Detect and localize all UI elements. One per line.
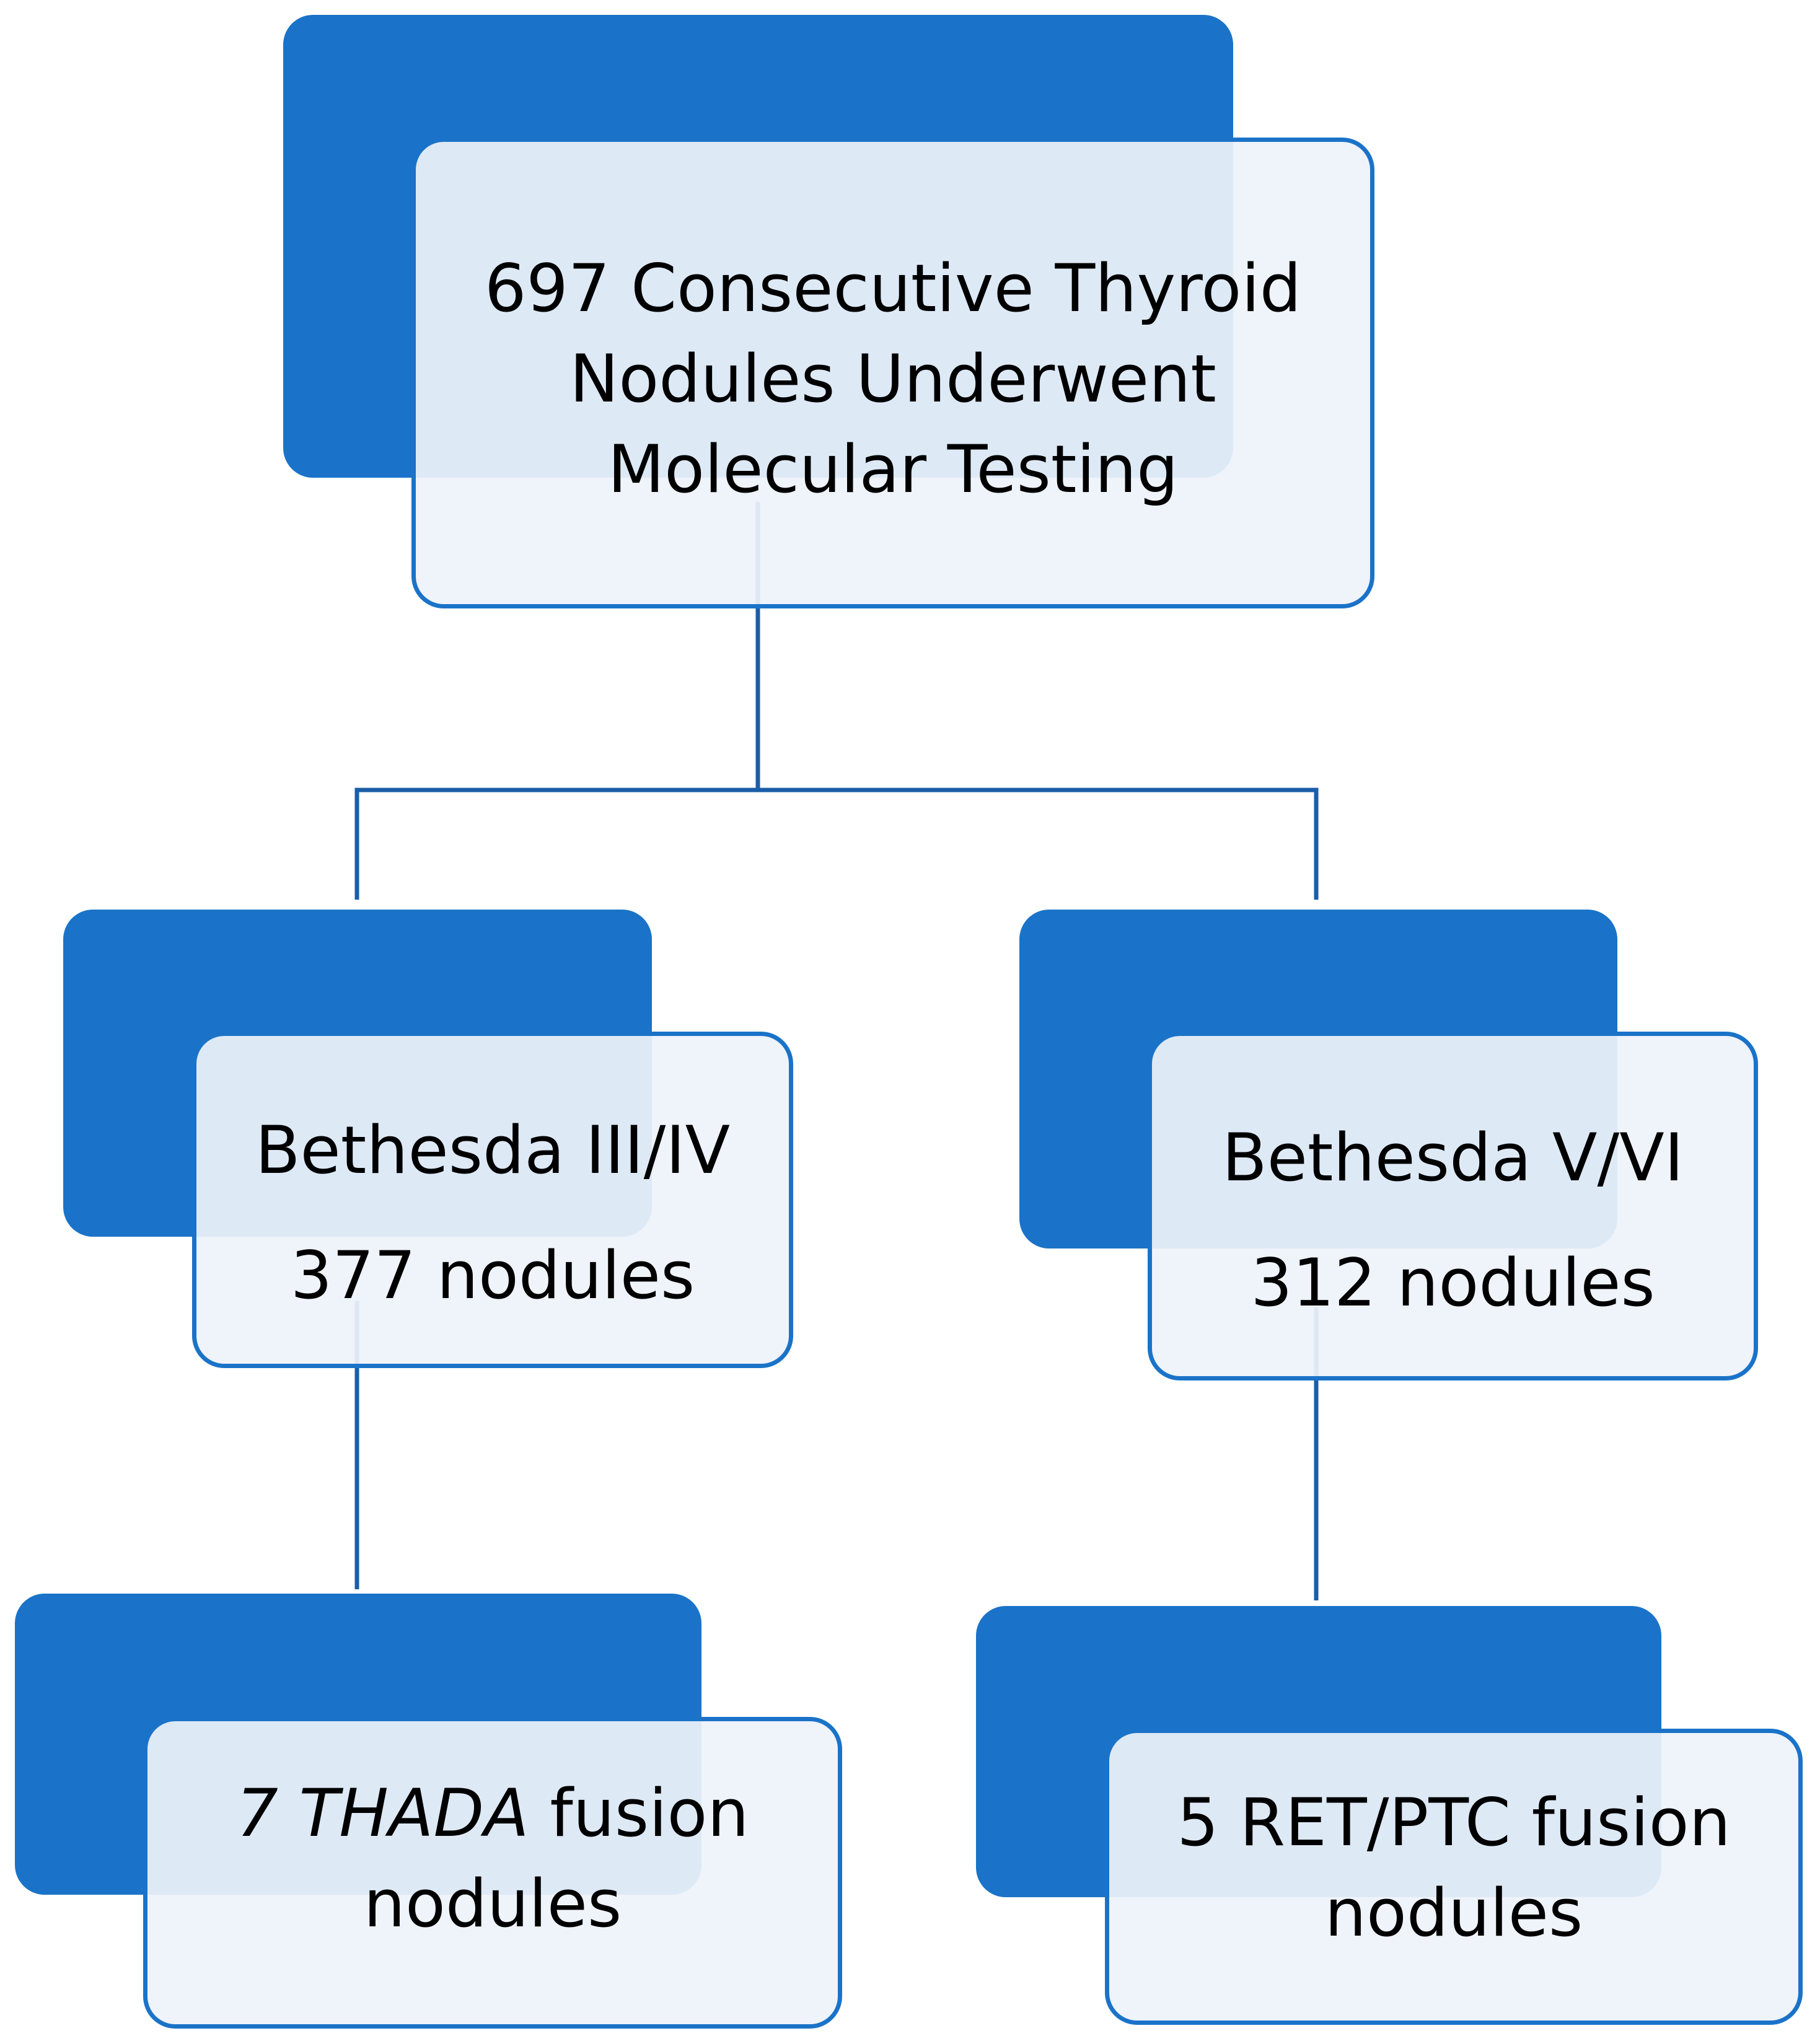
node-thada-label: 7 THADA fusion nodules (147, 1768, 838, 1949)
node-bethesda-5-6-label: Bethesda V/VI 312 nodules (1152, 1095, 1754, 1346)
bethesda-5-6-count: 312 nodules (1251, 1245, 1655, 1321)
node-root-front: 697 Consecutive Thyroid Nodules Underwen… (411, 138, 1374, 608)
node-bethesda-3-4-front: Bethesda III/IV 377 nodules (192, 1032, 793, 1368)
node-bethesda-3-4-label: Bethesda III/IV 377 nodules (196, 1088, 789, 1338)
thada-suffix: fusion (529, 1775, 749, 1851)
ret-ptc-line-1: 5 RET/PTC fusion (1177, 1784, 1731, 1861)
node-ret-ptc-label: 5 RET/PTC fusion nodules (1109, 1778, 1798, 1959)
bethesda-5-6-title: Bethesda V/VI (1221, 1120, 1684, 1196)
thada-line-1: 7 THADA fusion (147, 1768, 838, 1859)
node-bethesda-5-6-front: Bethesda V/VI 312 nodules (1148, 1032, 1758, 1380)
node-thada-front: 7 THADA fusion nodules (143, 1717, 842, 2029)
ret-ptc-line-2: nodules (1324, 1875, 1583, 1951)
thada-line-2: nodules (363, 1866, 622, 1942)
root-line-2: Nodules Underwent (569, 341, 1216, 417)
bethesda-3-4-count: 377 nodules (290, 1237, 695, 1314)
root-line-1: 697 Consecutive Thyroid (484, 250, 1302, 327)
thada-gene: 7 THADA (236, 1775, 529, 1851)
root-line-3: Molecular Testing (607, 431, 1179, 507)
bethesda-3-4-title: Bethesda III/IV (255, 1112, 731, 1188)
node-ret-ptc-front: 5 RET/PTC fusion nodules (1105, 1729, 1803, 2025)
node-root-label: 697 Consecutive Thyroid Nodules Underwen… (416, 244, 1370, 515)
